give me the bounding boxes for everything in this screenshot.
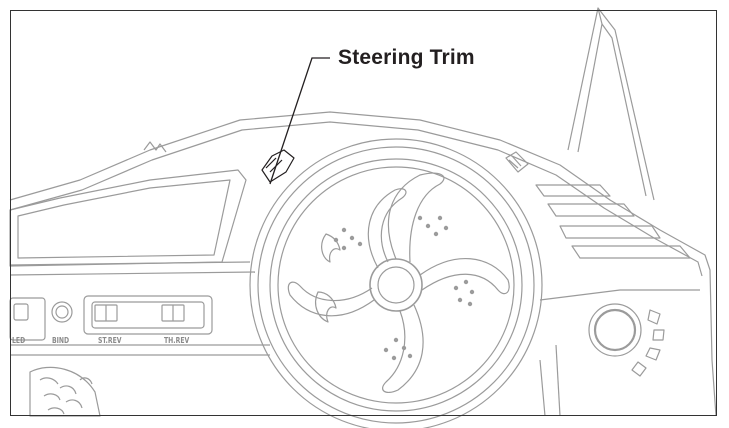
vent-grille <box>535 184 691 259</box>
th-rev-label: TH.REV <box>164 336 190 345</box>
grip-texture <box>29 366 101 417</box>
led-label: LED <box>12 336 26 345</box>
steering-trim-knob <box>261 149 295 183</box>
trim-knob-icon <box>505 151 529 173</box>
callout-leader <box>269 57 330 185</box>
power-dial-icon <box>588 303 665 377</box>
steering-wheel-icon <box>249 138 543 428</box>
switch-panel <box>9 295 213 341</box>
st-rev-label: ST.REV <box>98 336 122 345</box>
top-bump <box>143 141 167 153</box>
display-window <box>9 169 247 267</box>
handle-spike <box>567 7 655 201</box>
transmitter-body <box>9 111 717 417</box>
steering-trim-label: Steering Trim <box>338 46 475 69</box>
bind-label: BIND <box>52 336 70 345</box>
